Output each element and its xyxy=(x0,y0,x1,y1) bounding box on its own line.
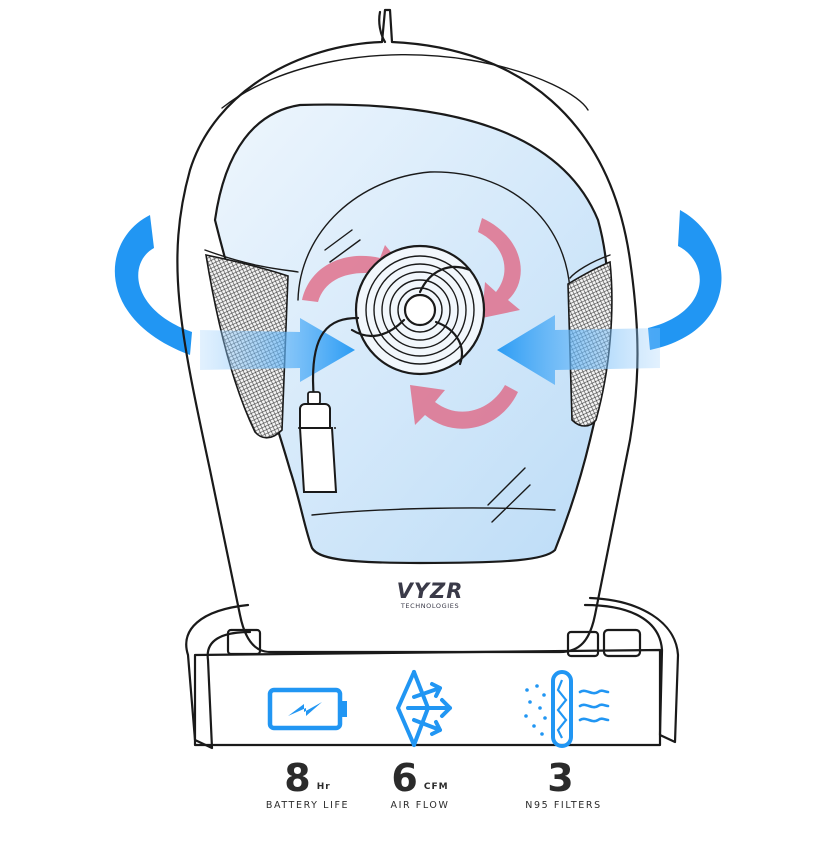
rotation-arrow-right-icon xyxy=(648,210,722,350)
filter-icon xyxy=(524,670,610,748)
spec-unit: CFM xyxy=(423,782,449,792)
spec-filters: 3 N95 FILTERS xyxy=(506,758,621,811)
spec-label: BATTERY LIFE xyxy=(265,800,350,811)
rotation-arrow-left-icon xyxy=(114,215,192,355)
strap-right xyxy=(566,596,680,744)
fan-icon xyxy=(350,244,486,376)
brand-tagline: TECHNOLOGIES xyxy=(400,602,460,610)
intake-arrow-right-icon xyxy=(497,315,660,385)
spec-label: N95 FILTERS xyxy=(525,800,602,811)
battery-icon xyxy=(267,687,347,731)
brand-name: VYZR xyxy=(396,579,464,603)
power-cable xyxy=(311,316,360,402)
battery-pack xyxy=(298,391,338,493)
spec-unit: Hr xyxy=(316,782,331,792)
brand-logo: VYZR TECHNOLOGIES xyxy=(365,580,495,610)
intake-arrow-left-icon xyxy=(200,318,355,382)
airflow-icon xyxy=(396,670,452,747)
spec-value: 6 xyxy=(391,756,418,800)
strap-left xyxy=(185,603,262,750)
helmet-base-band xyxy=(193,648,662,747)
spec-value: 8 xyxy=(284,756,311,800)
spec-value: 3 xyxy=(547,756,574,800)
spec-label: AIR FLOW xyxy=(390,800,450,811)
